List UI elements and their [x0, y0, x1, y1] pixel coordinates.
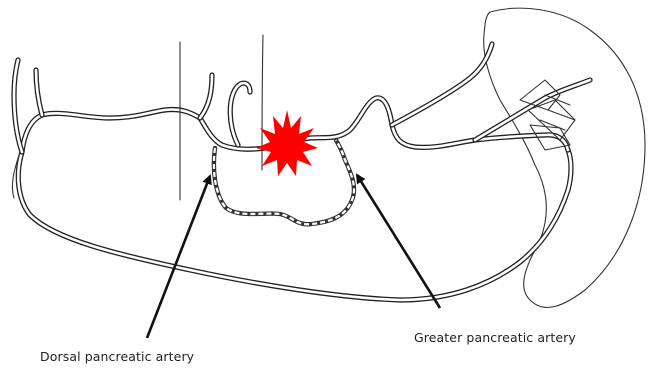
- greater-arrow-icon: [357, 175, 440, 308]
- greater-pancreatic-artery-label: Greater pancreatic artery: [414, 330, 576, 345]
- red-starburst-icon: [256, 110, 318, 176]
- dorsal-arrow-icon: [147, 176, 210, 338]
- splenic-hilum-branches: [392, 44, 590, 140]
- dorsal-pancreatic-artery-label: Dorsal pancreatic artery: [40, 349, 194, 364]
- spleen-outline: [484, 8, 645, 307]
